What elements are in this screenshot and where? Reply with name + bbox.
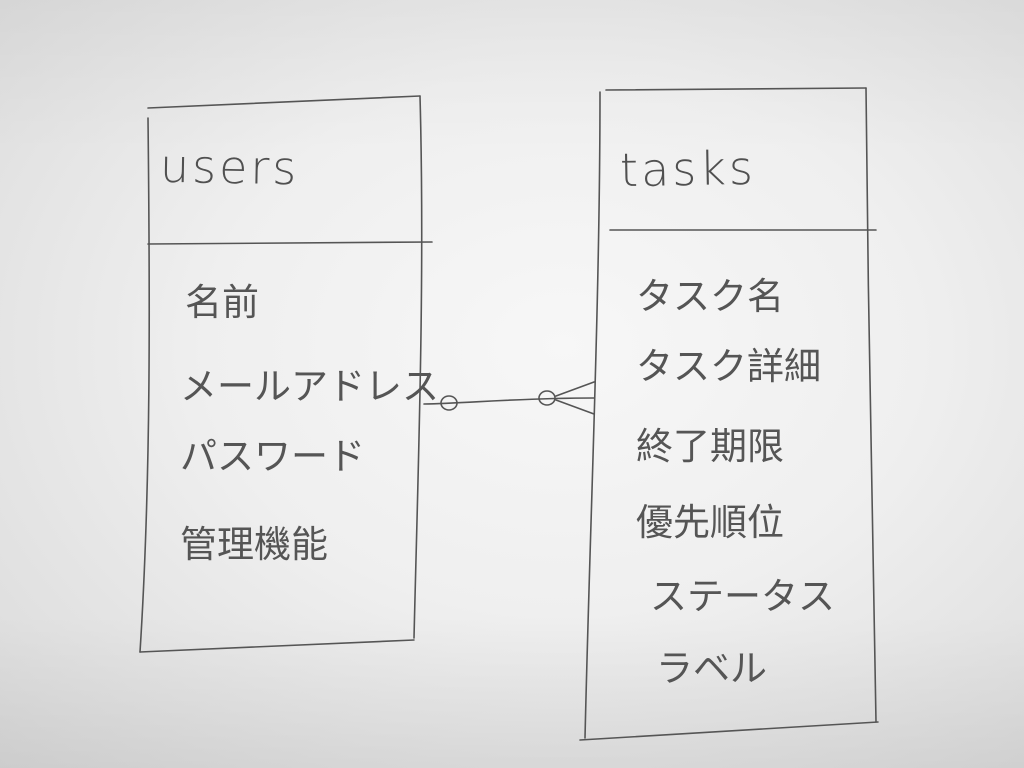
users-entity-title: users [159, 138, 300, 196]
zero-many-start-marker [538, 390, 556, 406]
users-attr-admin: 管理機能 [180, 523, 328, 566]
tasks-entity-box [579, 87, 879, 741]
crow-foot-upper [555, 381, 595, 397]
tasks-attr-status: ステータス [650, 575, 835, 618]
relationship-connector [423, 381, 595, 415]
users-divider [147, 241, 433, 245]
tasks-attr-deadline: 終了期限 [636, 425, 784, 468]
zero-one-marker [440, 395, 458, 411]
users-attr-password: パスワード [180, 435, 365, 478]
crow-foot-lower [555, 399, 595, 415]
tasks-entity-title: tasks [619, 140, 757, 198]
users-attr-email: メールアドレス [180, 365, 439, 408]
users-entity-box [139, 95, 433, 653]
relationship-line [423, 397, 595, 405]
tasks-attr-task-name: タスク名 [636, 275, 784, 318]
tasks-attr-task-detail: タスク詳細 [636, 345, 821, 388]
users-attr-name: 名前 [185, 281, 259, 324]
tasks-attr-priority: 優先順位 [636, 501, 784, 544]
tasks-attr-label: ラベル [656, 647, 767, 690]
